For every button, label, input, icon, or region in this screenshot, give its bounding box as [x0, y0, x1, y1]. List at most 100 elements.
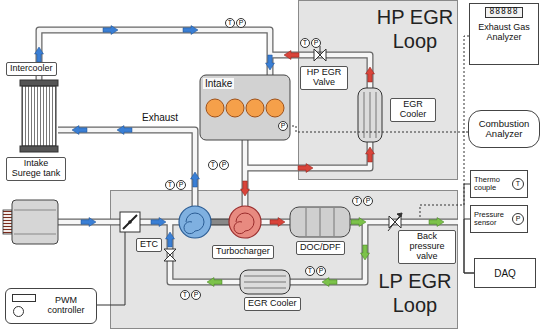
sensor-symbol: T: [512, 178, 524, 190]
label-text: Back pressure valve: [402, 232, 452, 262]
sensor-point: T: [305, 266, 315, 276]
cold-flow-arrow-part: [166, 232, 175, 247]
pipe-bore-part: [39, 30, 270, 80]
hot-flow-arrow-part: [270, 218, 285, 227]
signal-line: [290, 36, 469, 217]
sensor-point: T: [165, 180, 175, 190]
throttle-symbol: [120, 212, 140, 232]
dpf-symbol-part: [320, 208, 321, 236]
cold-flow-arrow-part: [151, 218, 166, 227]
intercooler-symbol-part: [20, 146, 58, 152]
controller-box: PWM controller: [5, 288, 97, 324]
turbocharger-symbol-part: [234, 213, 254, 234]
sensor-key-box: Pressure sensorP: [470, 205, 528, 233]
pipe-bore-part: [245, 55, 370, 168]
component-label: Intercooler: [6, 62, 57, 76]
engine-symbol-part: [206, 99, 224, 117]
pipe-part: [39, 30, 270, 80]
pipe-part: [58, 130, 195, 206]
hot-flow-arrow-part: [298, 164, 313, 173]
label-text: Combustion Analyzer: [473, 119, 535, 140]
intercooler-symbol: [20, 80, 58, 152]
controller-knob: [13, 306, 24, 317]
bus-line: [464, 219, 474, 273]
egr-cooler-symbol-part: [240, 270, 290, 294]
engine-symbol-part: [200, 75, 290, 140]
signal-line-part: [420, 36, 469, 217]
intercooler-symbol-part: [20, 80, 58, 86]
component-label: EGR Cooler: [244, 297, 301, 311]
surge-tank-symbol-part: [3, 210, 12, 234]
turbocharger-symbol: [179, 206, 261, 238]
engine-symbol-part: [246, 99, 264, 117]
egr-cooler-symbol-part: [358, 88, 382, 142]
loop-region: LP EGR Loop ETC Turbocharger DOC/DPF Back pr…: [110, 190, 458, 329]
egr-cooler-symbol-part: [370, 92, 371, 138]
label-text: DAQ: [494, 268, 516, 279]
egr-cooler-symbol-part: [376, 92, 377, 138]
label-text: EGR Cooler: [248, 299, 297, 309]
bus-line: [464, 184, 474, 273]
egr-cooler-symbol-part: [244, 288, 286, 289]
sensor-symbol: P: [512, 213, 524, 225]
egr-cooler-symbol: [240, 88, 382, 294]
analyzer-box: Combustion Analyzer: [468, 110, 540, 148]
label-text: DOC/DPF: [300, 243, 341, 253]
part-label: Intake: [203, 78, 234, 89]
turbocharger-symbol-part: [209, 219, 231, 225]
throttle-symbol-part: [120, 212, 140, 232]
valve-symbol-part: [320, 46, 321, 55]
clean-flow-arrow-part: [207, 278, 222, 287]
dpf-symbol: [290, 207, 350, 237]
label-text: Pressure sensor: [474, 211, 510, 228]
cold-flow-arrow-part: [103, 26, 118, 35]
dpf-symbol-part: [306, 208, 307, 236]
component-label: Back pressure valve: [398, 230, 456, 264]
daq-box: DAQ: [474, 258, 536, 288]
analyzer-box: 88888Exhaust Gas Analyzer: [469, 3, 539, 65]
cold-flow-arrow-part: [183, 26, 198, 35]
label-text: Turbocharger: [216, 247, 270, 257]
label-text: PWM controller: [40, 296, 92, 316]
turbocharger-symbol-part: [179, 206, 211, 238]
controller-display: [12, 294, 36, 302]
cold-flow-arrow-part: [117, 126, 132, 135]
sensor-point: P: [219, 160, 229, 170]
egr-cooler-symbol-part: [244, 282, 286, 283]
sensor-point: P: [316, 266, 326, 276]
hot-flow-arrow-part: [366, 147, 375, 162]
signal-line-part: [290, 126, 468, 132]
dpf-symbol-part: [334, 208, 335, 236]
clean-flow-arrow-part: [351, 218, 366, 227]
pipe-bore-part: [58, 130, 195, 206]
region-title: LP EGR Loop: [375, 269, 455, 317]
pwm-wire-part: [97, 232, 125, 305]
turbocharger-symbol-part: [184, 213, 204, 234]
component-label: ETC: [136, 238, 162, 252]
cold-flow-arrow-part: [35, 47, 44, 62]
label-text: HP EGR Valve: [304, 68, 344, 88]
intercooler-symbol-part: [22, 86, 56, 146]
sensor-point: P: [236, 18, 246, 28]
label-text: ETC: [140, 240, 158, 250]
turbocharger-symbol-part: [229, 206, 261, 238]
component-label: Intake Surege tank: [6, 157, 66, 181]
valve-symbol-part: [397, 213, 402, 217]
hot-flow-arrow-part: [284, 51, 299, 60]
surge-tank-symbol-part: [14, 234, 56, 235]
pipe-part: [242, 140, 249, 206]
pwm-wire: [97, 232, 125, 305]
label-text: EGR Cooler: [394, 100, 432, 120]
pipe-part: [58, 219, 180, 226]
cold-flow-arrow-part: [191, 172, 200, 187]
region-title: HP EGR Loop: [375, 5, 455, 53]
valve-symbol-part: [388, 213, 402, 231]
sensor-point: P: [176, 180, 186, 190]
display-readout: 88888: [485, 7, 522, 18]
pipe-part: [261, 219, 290, 226]
cold-flow-arrow-part: [266, 55, 275, 70]
component-label: HP EGR Valve: [300, 66, 348, 90]
pipe-bore: [39, 30, 458, 282]
engine-symbol-part: [266, 99, 284, 117]
